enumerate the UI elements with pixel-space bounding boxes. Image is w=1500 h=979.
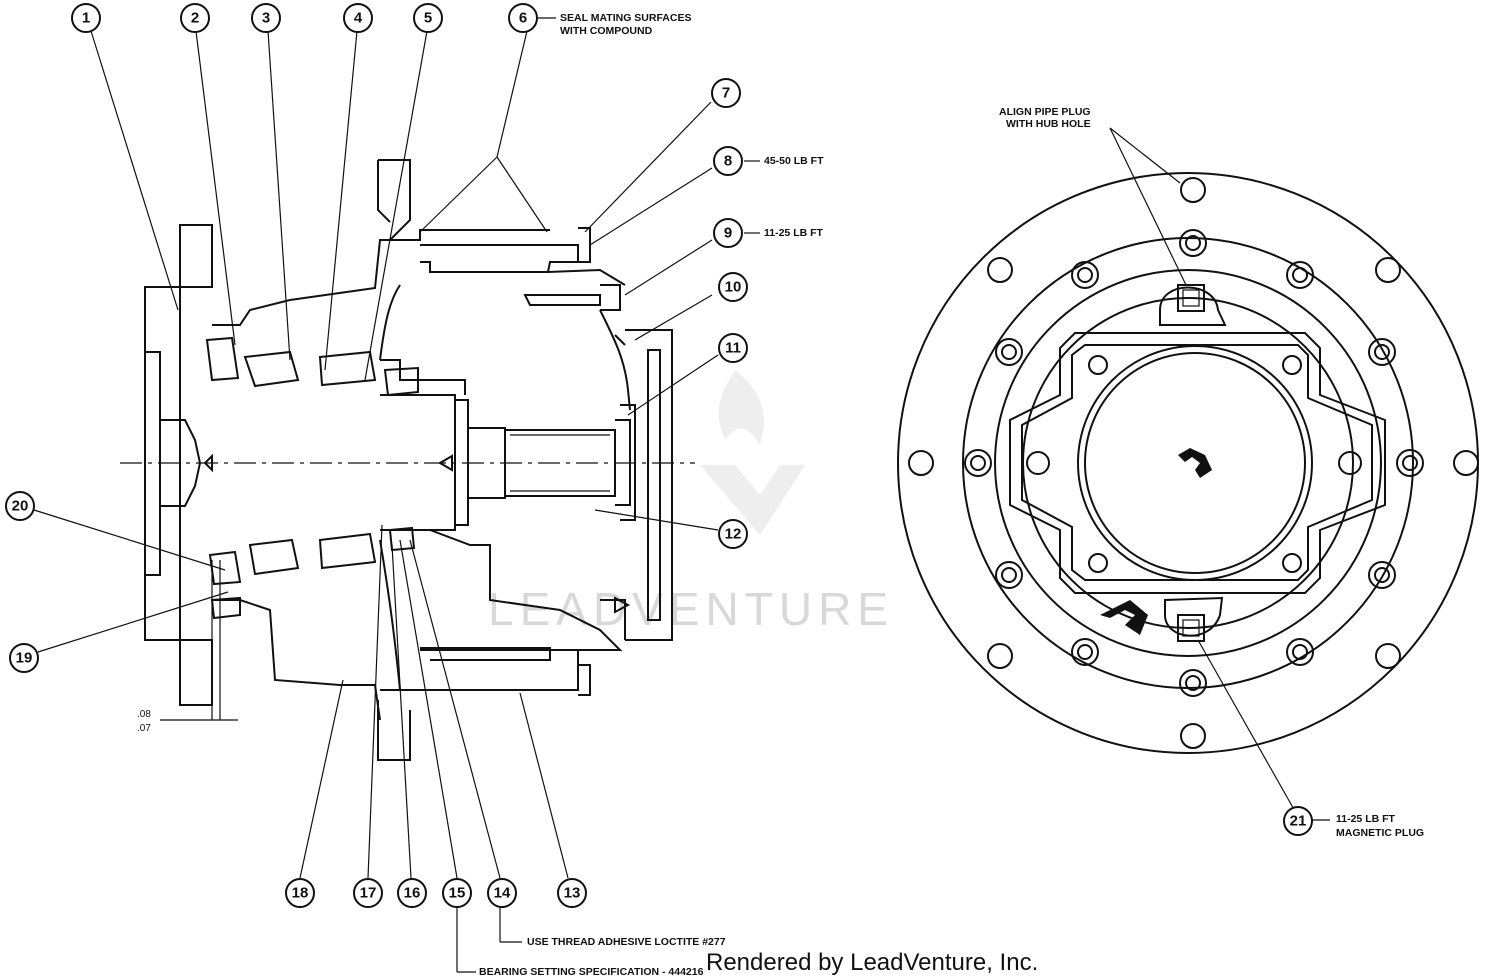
svg-text:18: 18 [292,885,309,902]
note-align-line1: ALIGN PIPE PLUG [999,106,1091,118]
front-leader-lines [1109,127,1330,821]
callout-20: 20 [5,491,35,521]
callout-5: 5 [413,3,443,33]
svg-text:4: 4 [354,10,363,27]
callout-21: 21 [1283,806,1313,836]
note-seal-line2: WITH COMPOUND [560,25,653,37]
bolt-heads [964,229,1424,697]
footer-credit: Rendered by LeadVenture, Inc. [706,949,1038,976]
svg-text:21: 21 [1290,813,1307,830]
callout-14: 14 [487,878,517,908]
svg-text:6: 6 [519,10,527,27]
callout-16: 16 [397,878,427,908]
callout-9: 9 [713,218,743,248]
svg-text:14: 14 [494,885,511,902]
note-torque-9: 11-25 LB FT [764,227,824,239]
svg-text:17: 17 [360,885,377,902]
note-bearing-spec: BEARING SETTING SPECIFICATION - 444216 [479,966,704,978]
note-torque-8: 45-50 LB FT [764,155,824,167]
callout-2: 2 [180,3,210,33]
note-loctite: USE THREAD ADHESIVE LOCTITE #277 [527,936,726,948]
drive-symbol-center [1178,448,1212,478]
callout-12: 12 [718,519,748,549]
svg-text:5: 5 [424,10,432,27]
callout-10: 10 [718,272,748,302]
note-torque-21-line1: 11-25 LB FT [1336,813,1396,825]
callout-4: 4 [343,3,373,33]
svg-text:9: 9 [724,225,732,242]
watermark-logo [700,370,805,535]
callout-15: 15 [442,878,472,908]
leader-lines [33,17,760,973]
callout-7: 7 [711,78,741,108]
svg-text:16: 16 [404,885,421,902]
drive-symbol-lower [1100,600,1148,635]
svg-text:20: 20 [12,498,29,515]
svg-text:11: 11 [725,340,741,357]
svg-text:15: 15 [449,885,466,902]
svg-text:19: 19 [16,650,33,667]
svg-text:3: 3 [262,10,270,27]
svg-text:13: 13 [564,885,581,902]
note-seal-line1: SEAL MATING SURFACES [560,12,691,24]
dimension-lower: .07 [137,723,151,734]
svg-text:2: 2 [191,10,199,27]
callout-8: 8 [713,146,743,176]
cross-section-view: .08 .07 [33,17,760,973]
inner-holes [1026,355,1362,573]
svg-text:10: 10 [725,279,742,296]
outer-bolt-holes [908,177,1479,749]
svg-text:8: 8 [724,153,732,170]
note-torque-21-line2: MAGNETIC PLUG [1336,827,1424,839]
callout-3: 3 [251,3,281,33]
note-align-line2: WITH HUB HOLE [1006,118,1091,130]
callout-1: 1 [71,3,101,33]
svg-text:7: 7 [722,85,730,102]
svg-text:1: 1 [82,10,90,27]
front-view [897,127,1479,821]
dimension-upper: .08 [137,709,151,720]
callout-13: 13 [557,878,587,908]
callout-6: 6 [508,3,538,33]
callout-18: 18 [285,878,315,908]
callout-11: 11 [718,333,748,363]
svg-text:12: 12 [725,526,742,543]
callout-19: 19 [9,643,39,673]
callout-17: 17 [353,878,383,908]
